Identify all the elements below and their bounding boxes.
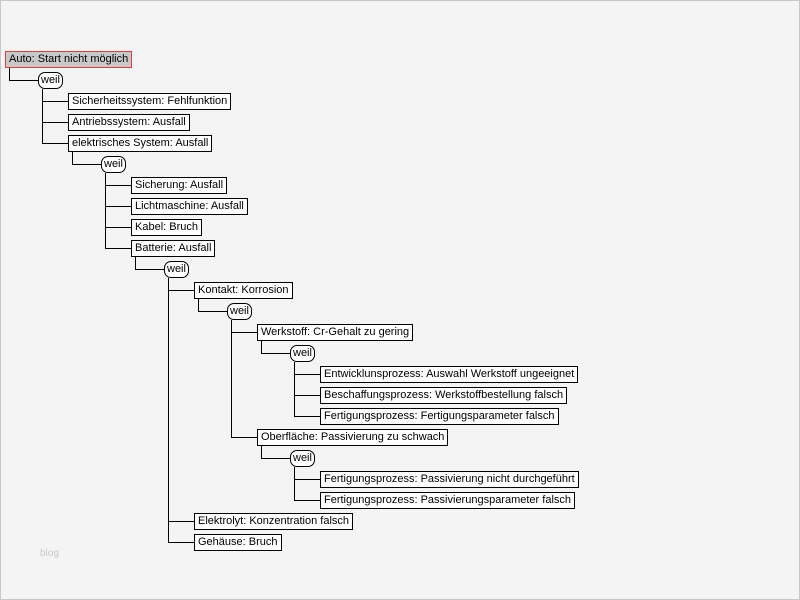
cause-node[interactable]: Entwicklunsprozess: Auswahl Werkstoff un… (320, 366, 579, 383)
connector-line (294, 362, 295, 417)
cause-node[interactable]: Fertigungsprozess: Passivierung nicht du… (320, 471, 579, 488)
connector-line (72, 152, 73, 164)
cause-node[interactable]: Werkstoff: Cr-Gehalt zu gering (257, 324, 414, 341)
connector-line (294, 467, 295, 501)
connector-line (42, 122, 69, 123)
connector-line (231, 332, 258, 333)
connector-line (261, 446, 262, 458)
connector-line (105, 248, 132, 249)
connector-line (9, 80, 38, 81)
cause-node[interactable]: Sicherheitssystem: Fehlfunktion (68, 93, 232, 110)
weil-connector: weil (290, 345, 315, 362)
connector-line (294, 479, 321, 480)
cause-node[interactable]: Oberfläche: Passivierung zu schwach (257, 429, 449, 446)
connector-line (42, 101, 69, 102)
connector-line (294, 500, 321, 501)
cause-node[interactable]: Elektrolyt: Konzentration falsch (194, 513, 354, 530)
root-problem-node[interactable]: Auto: Start nicht möglich (5, 51, 133, 68)
cause-node[interactable]: Kontakt: Korrosion (194, 282, 293, 299)
connector-line (294, 416, 321, 417)
connector-line (231, 320, 232, 438)
connector-line (168, 521, 195, 522)
weil-connector: weil (290, 450, 315, 467)
weil-connector: weil (38, 72, 63, 89)
connector-line (168, 290, 195, 291)
cause-node[interactable]: Gehäuse: Bruch (194, 534, 282, 551)
watermark: blog (40, 548, 59, 559)
connector-line (42, 89, 43, 144)
connector-line (261, 353, 290, 354)
cause-node[interactable]: Fertigungsprozess: Fertigungsparameter f… (320, 408, 559, 425)
connector-line (105, 173, 106, 249)
cause-node[interactable]: elektrisches System: Ausfall (68, 135, 213, 152)
connector-line (198, 299, 199, 311)
connector-line (135, 269, 164, 270)
cause-node[interactable]: Fertigungsprozess: Passivierungsparamete… (320, 492, 576, 509)
connector-line (294, 374, 321, 375)
cause-node[interactable]: Sicherung: Ausfall (131, 177, 228, 194)
connector-line (198, 311, 227, 312)
connector-line (231, 437, 258, 438)
connector-line (42, 143, 69, 144)
cause-node[interactable]: Kabel: Bruch (131, 219, 202, 236)
connector-line (9, 68, 10, 80)
connector-line (168, 278, 169, 543)
connector-line (168, 542, 195, 543)
connector-line (261, 458, 290, 459)
cause-node[interactable]: Beschaffungsprozess: Werkstoffbestellung… (320, 387, 568, 404)
cause-node[interactable]: Antriebssystem: Ausfall (68, 114, 190, 131)
connector-line (105, 206, 132, 207)
cause-node[interactable]: Lichtmaschine: Ausfall (131, 198, 248, 215)
connector-line (105, 185, 132, 186)
weil-connector: weil (164, 261, 189, 278)
connector-line (135, 257, 136, 269)
connector-line (105, 227, 132, 228)
connector-line (294, 395, 321, 396)
connector-line (72, 164, 101, 165)
weil-connector: weil (101, 156, 126, 173)
cause-node[interactable]: Batterie: Ausfall (131, 240, 216, 257)
weil-connector: weil (227, 303, 252, 320)
connector-line (261, 341, 262, 353)
